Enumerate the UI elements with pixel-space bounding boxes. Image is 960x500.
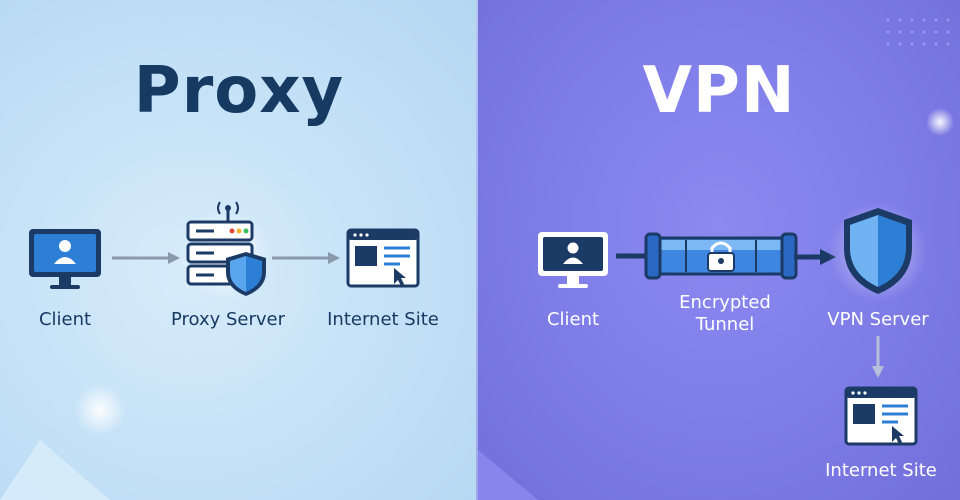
arrow-right bbox=[112, 252, 180, 264]
client-label: Client bbox=[546, 309, 600, 330]
vpn-panel: VPN Client Encrypted Tunnel bbox=[478, 0, 960, 500]
tunnel-label-line2: Tunnel bbox=[695, 314, 755, 335]
encrypted-tunnel-icon bbox=[616, 232, 798, 280]
internet-site-icon bbox=[844, 386, 918, 446]
panel-divider bbox=[476, 0, 479, 500]
client-monitor-icon bbox=[538, 232, 608, 288]
proxy-title: Proxy bbox=[133, 54, 345, 128]
polygon-decoration bbox=[478, 450, 538, 500]
internet-site-icon bbox=[346, 228, 420, 288]
client-monitor-icon bbox=[29, 229, 101, 289]
arrow-down bbox=[872, 336, 884, 378]
internet-site-label: Internet Site bbox=[825, 460, 937, 481]
client-label: Client bbox=[38, 309, 92, 330]
arrow-right bbox=[794, 249, 836, 265]
glow-decoration bbox=[74, 384, 126, 436]
proxy-panel: Proxy Client Proxy Se bbox=[0, 0, 478, 500]
proxy-server-icon bbox=[180, 201, 272, 300]
arrow-right bbox=[272, 252, 340, 264]
proxy-server-label: Proxy Server bbox=[170, 309, 286, 330]
vpn-title: VPN bbox=[642, 54, 796, 128]
polygon-decoration bbox=[0, 440, 110, 500]
vpn-server-label: VPN Server bbox=[827, 309, 929, 330]
internet-site-label: Internet Site bbox=[327, 309, 439, 330]
vpn-server-shield-icon bbox=[828, 202, 928, 302]
tunnel-label-line1: Encrypted bbox=[679, 292, 771, 313]
